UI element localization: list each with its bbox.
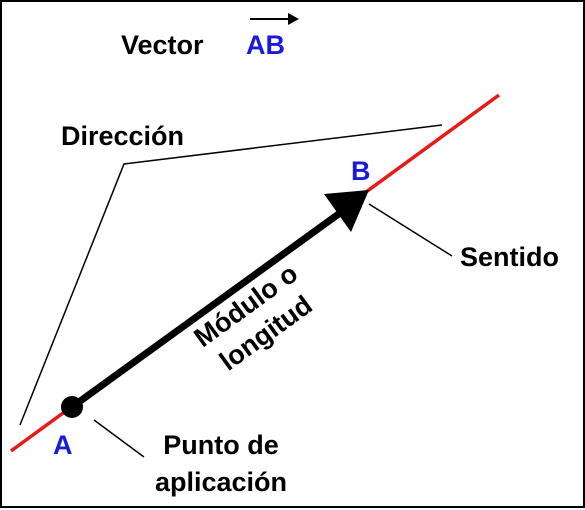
title-vector-name: AB — [246, 30, 285, 60]
vector-arrowhead — [324, 190, 369, 232]
title-prefix: Vector — [121, 30, 204, 60]
vector-shaft — [69, 210, 343, 410]
application-label-line2: aplicación — [155, 467, 287, 497]
sense-leader-line — [368, 203, 453, 257]
sense-label: Sentido — [460, 242, 559, 272]
point-a-label: A — [53, 430, 73, 460]
direction-leader-line — [19, 124, 443, 426]
point-b-label: B — [351, 156, 371, 186]
title-vector-arrow-head — [288, 13, 299, 25]
application-leader-line — [93, 419, 145, 458]
application-label-line1: Punto de — [163, 430, 279, 460]
application-point-dot — [61, 396, 83, 418]
direction-label: Dirección — [61, 121, 184, 151]
